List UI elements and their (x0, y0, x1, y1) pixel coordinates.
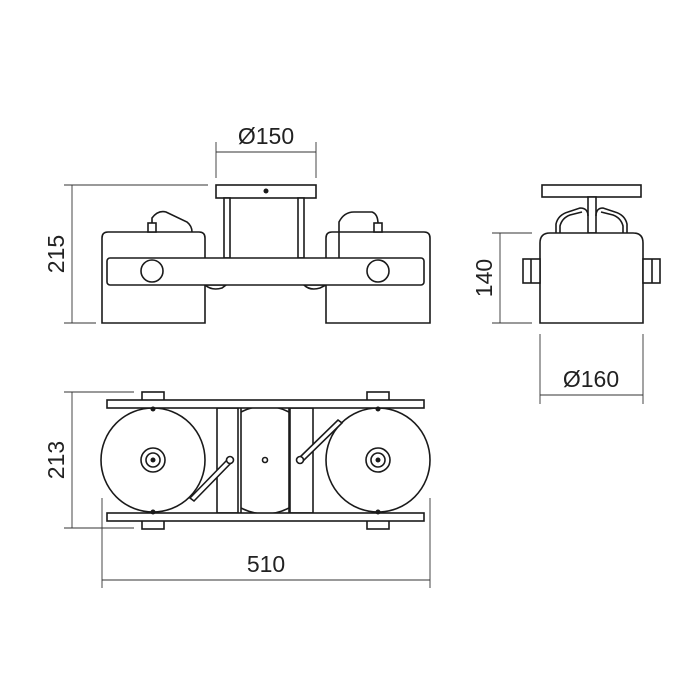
length-label: 510 (247, 551, 285, 577)
shade-diameter-label: Ø160 (563, 366, 619, 392)
canopy-diameter-label: Ø150 (238, 123, 294, 149)
mounting-bar (106, 257, 425, 286)
side-view: 140 Ø160 (471, 184, 661, 404)
depth-label: 213 (43, 441, 69, 479)
shade-height-label: 140 (471, 259, 497, 297)
total-height-label: 215 (43, 235, 69, 273)
top-view: 213 510 (43, 391, 431, 588)
front-view: Ø150 215 (43, 123, 431, 324)
